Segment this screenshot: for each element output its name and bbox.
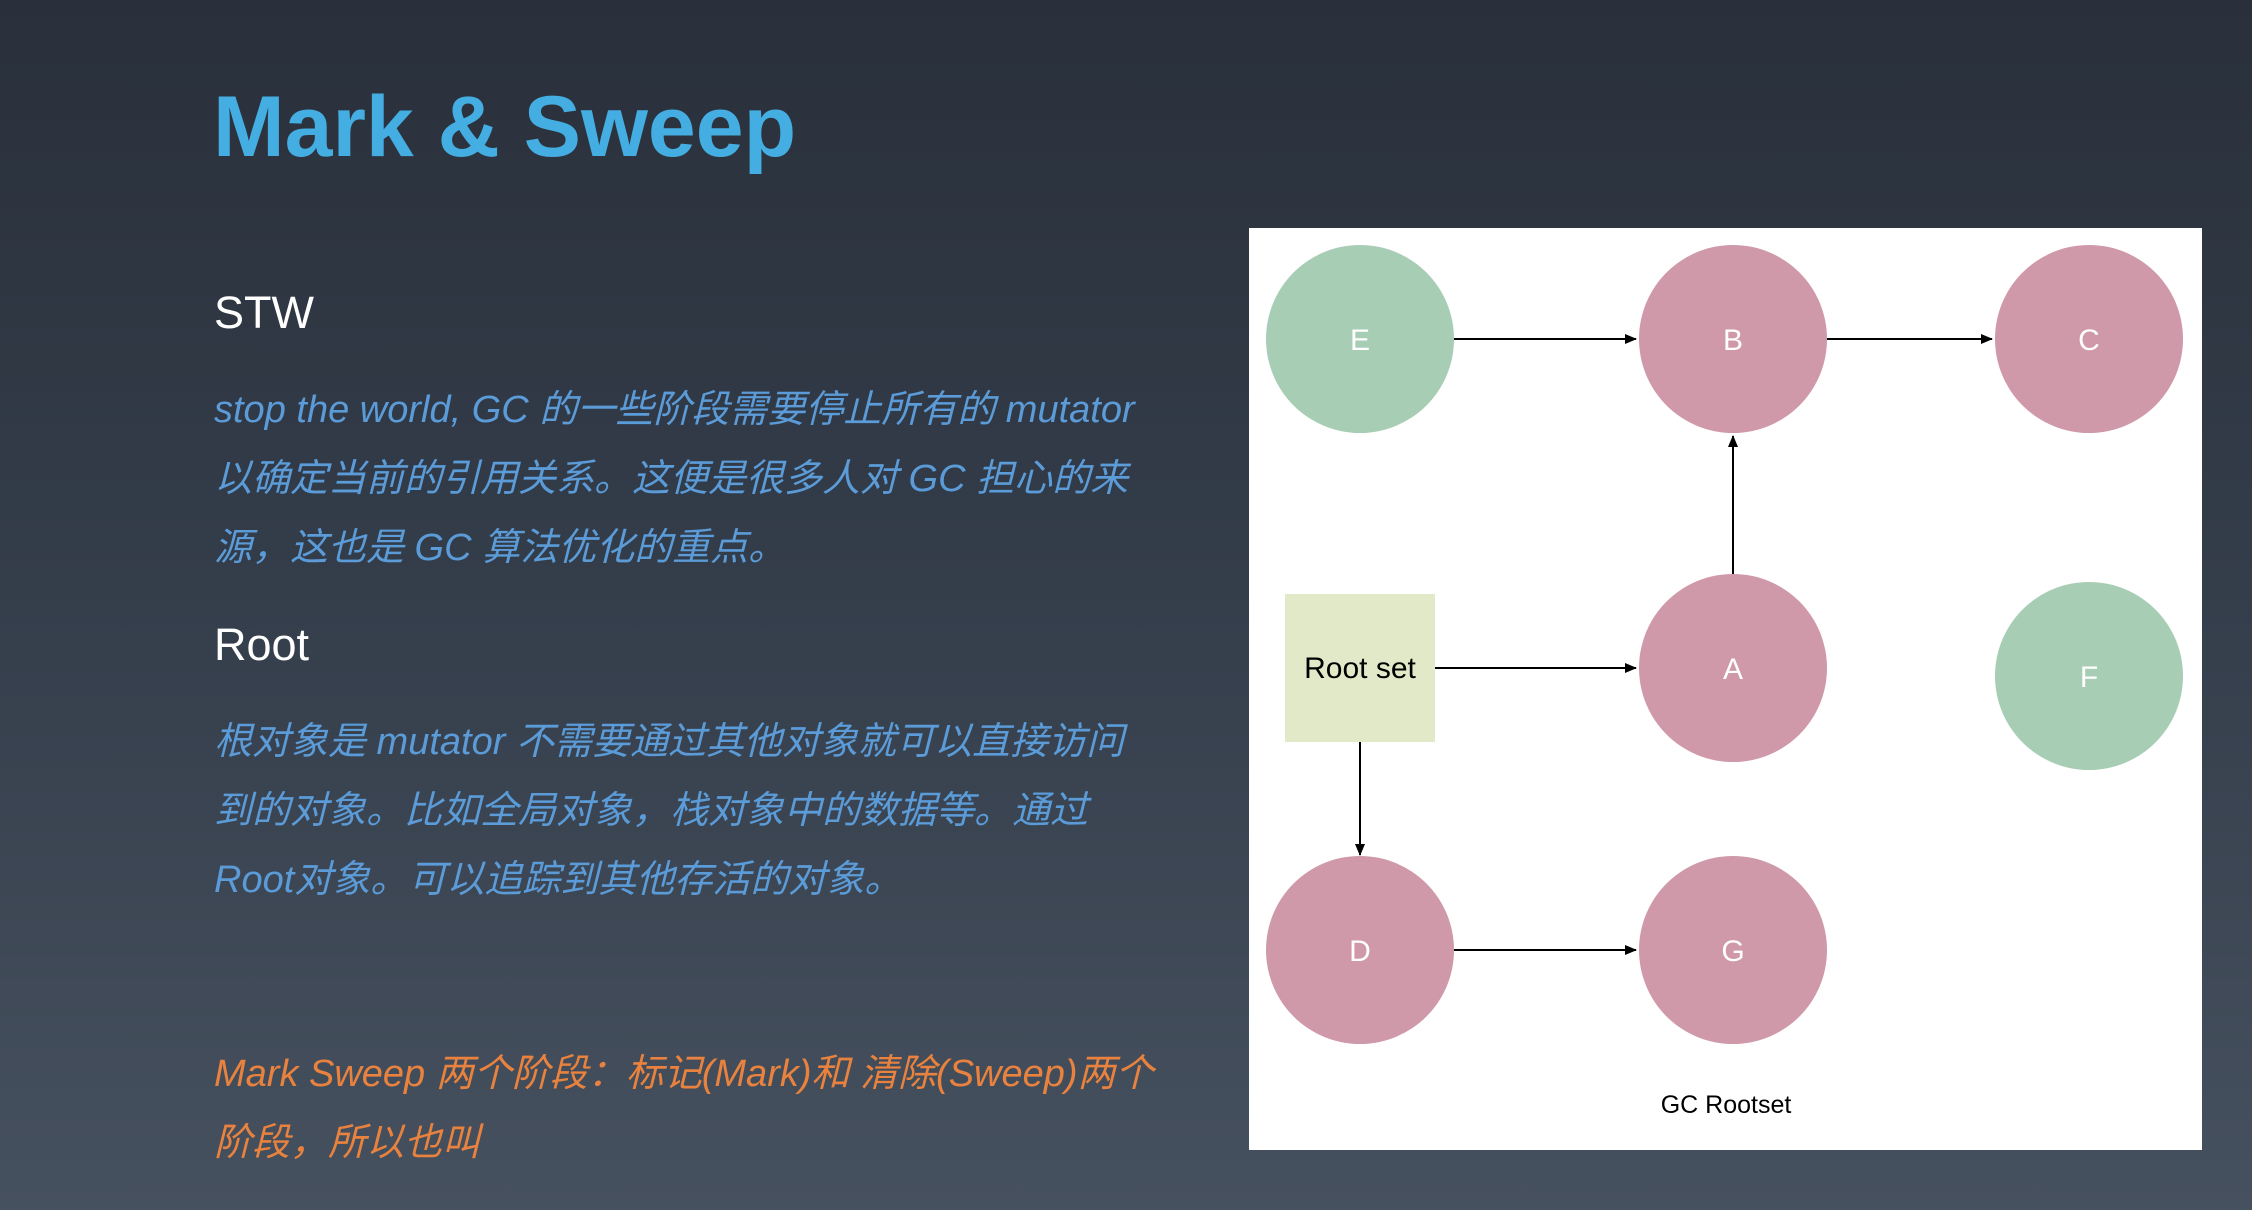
stw-heading: STW [214, 287, 314, 338]
node-a-label: A [1723, 653, 1743, 686]
node-g-label: G [1721, 935, 1744, 968]
root-description: 根对象是 mutator 不需要通过其他对象就可以直接访问到的对象。比如全局对象… [214, 721, 1124, 901]
root-set-label: Root set [1304, 652, 1416, 685]
node-b: B [1639, 245, 1827, 433]
node-c-label: C [2078, 324, 2100, 357]
node-g: G [1639, 856, 1827, 1044]
stw-description: stop the world, GC 的一些阶段需要停止所有的 mutator … [214, 389, 1135, 569]
gc-diagram-panel: Root set E B C A F D G [1249, 228, 2202, 1150]
node-e-label: E [1350, 324, 1370, 357]
slide-title: Mark & Sweep [213, 79, 797, 175]
root-set-box: Root set [1285, 594, 1435, 742]
node-d: D [1266, 856, 1454, 1044]
node-b-label: B [1723, 324, 1743, 357]
node-f: F [1995, 582, 2183, 770]
mark-sweep-description: Mark Sweep 两个阶段：标记(Mark)和 清除(Sweep)两个阶段，… [214, 1053, 1154, 1164]
node-a: A [1639, 574, 1827, 762]
node-e: E [1266, 245, 1454, 433]
node-f-label: F [2080, 661, 2098, 694]
diagram-caption: GC Rootset [1661, 1091, 1792, 1119]
node-c: C [1995, 245, 2183, 433]
gc-reference-graph: Root set E B C A F D G [1266, 245, 2183, 1119]
root-heading: Root [214, 619, 310, 670]
node-d-label: D [1349, 935, 1371, 968]
